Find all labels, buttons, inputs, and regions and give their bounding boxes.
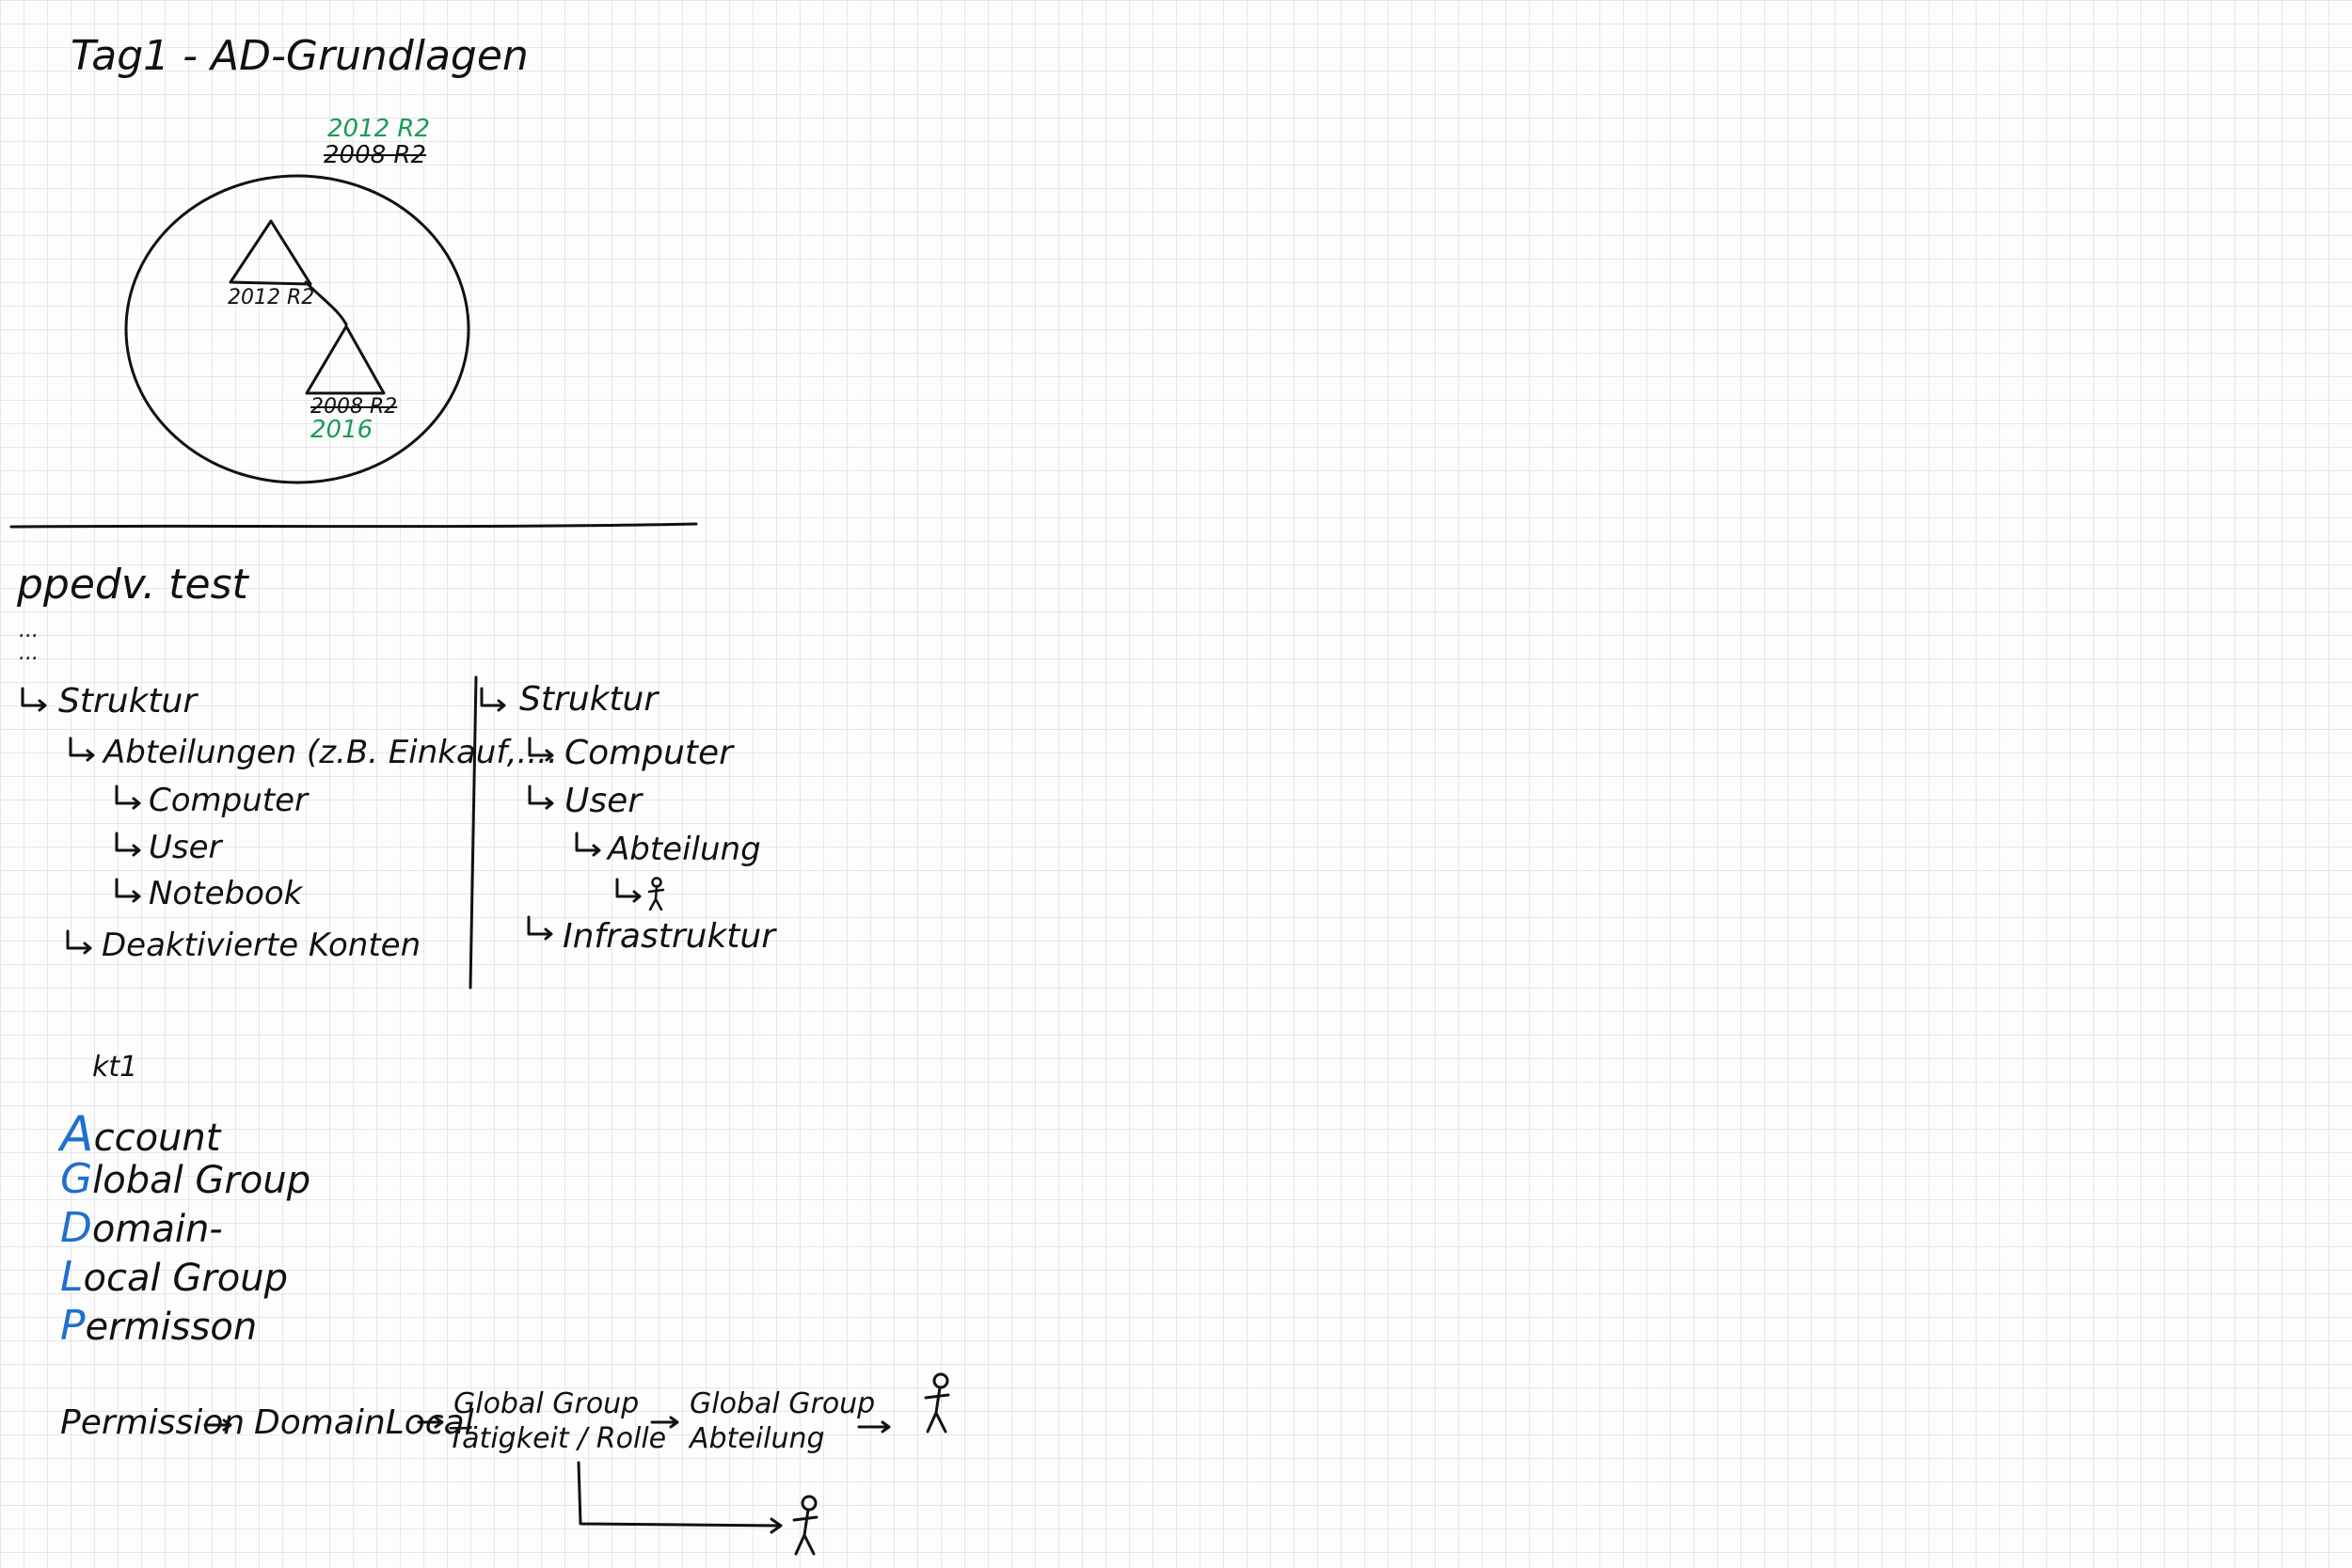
ellipsis: ... bbox=[19, 619, 39, 642]
agdlp-letter: P bbox=[60, 1302, 86, 1350]
agdlp-row: Domain- bbox=[60, 1208, 223, 1249]
page-title: Tag1 - AD-Grundlagen bbox=[71, 32, 529, 80]
forest-version-old: 2008 R2 bbox=[324, 141, 427, 169]
agdlp-rest: ocal Group bbox=[83, 1257, 288, 1300]
agdlp-label: kt1 bbox=[92, 1051, 138, 1084]
agdlp-rest: ccount bbox=[93, 1117, 221, 1160]
ellipsis: ... bbox=[19, 641, 39, 665]
flow-permission: Permission bbox=[60, 1403, 246, 1442]
person-icon-small bbox=[647, 877, 665, 911]
domain-name: ppedv. test bbox=[17, 561, 248, 609]
tree-separator bbox=[469, 675, 478, 990]
flow-domainlocal: DomainLocal bbox=[254, 1403, 474, 1442]
agdlp-row: Permisson bbox=[60, 1306, 257, 1347]
flow-role-label: Tätigkeit / Rolle bbox=[448, 1422, 667, 1455]
tree-item: Deaktivierte Konten bbox=[102, 927, 421, 964]
agdlp-rest: lobal Group bbox=[92, 1159, 311, 1202]
forest-ellipse bbox=[124, 174, 470, 484]
trust-link bbox=[304, 280, 348, 326]
tree-item: Abteilungen (z.B. Einkauf,.... bbox=[103, 734, 558, 771]
tree-item: Notebook bbox=[149, 875, 303, 912]
tree-item: Infrastruktur bbox=[563, 917, 776, 956]
parent-domain-version: 2012 R2 bbox=[228, 286, 315, 309]
parent-domain-triangle bbox=[229, 219, 312, 286]
person-icon bbox=[924, 1372, 950, 1433]
agdlp-letter: A bbox=[60, 1106, 94, 1163]
child-domain-version-new: 2016 bbox=[310, 416, 373, 444]
tree-item: Struktur bbox=[519, 680, 659, 719]
agdlp-row: Global Group bbox=[60, 1159, 310, 1200]
section-divider bbox=[9, 522, 698, 529]
agdlp-row: Account bbox=[60, 1110, 220, 1159]
flow-global-group-dept: Global Group bbox=[690, 1387, 876, 1420]
flow-global-group-role: Global Group bbox=[453, 1387, 640, 1420]
agdlp-rest: ermisson bbox=[85, 1306, 258, 1349]
agdlp-letter: D bbox=[60, 1204, 92, 1252]
agdlp-rest: omain- bbox=[91, 1208, 223, 1251]
flow-dept-label: Abteilung bbox=[690, 1422, 825, 1455]
tree-item: Computer bbox=[149, 782, 309, 819]
agdlp-row: Local Group bbox=[60, 1257, 288, 1298]
tree-item: Computer bbox=[564, 734, 733, 772]
tree-item: User bbox=[564, 782, 643, 820]
agdlp-letter: L bbox=[60, 1253, 84, 1301]
person-icon bbox=[792, 1495, 818, 1556]
child-domain-triangle bbox=[305, 325, 386, 395]
tree-item: User bbox=[149, 829, 222, 866]
tree-item: Abteilung bbox=[608, 831, 761, 868]
tree-item: Struktur bbox=[58, 682, 198, 721]
forest-version-new: 2012 R2 bbox=[327, 115, 431, 143]
agdlp-letter: G bbox=[60, 1155, 93, 1203]
child-domain-version-old: 2008 R2 bbox=[310, 395, 398, 419]
